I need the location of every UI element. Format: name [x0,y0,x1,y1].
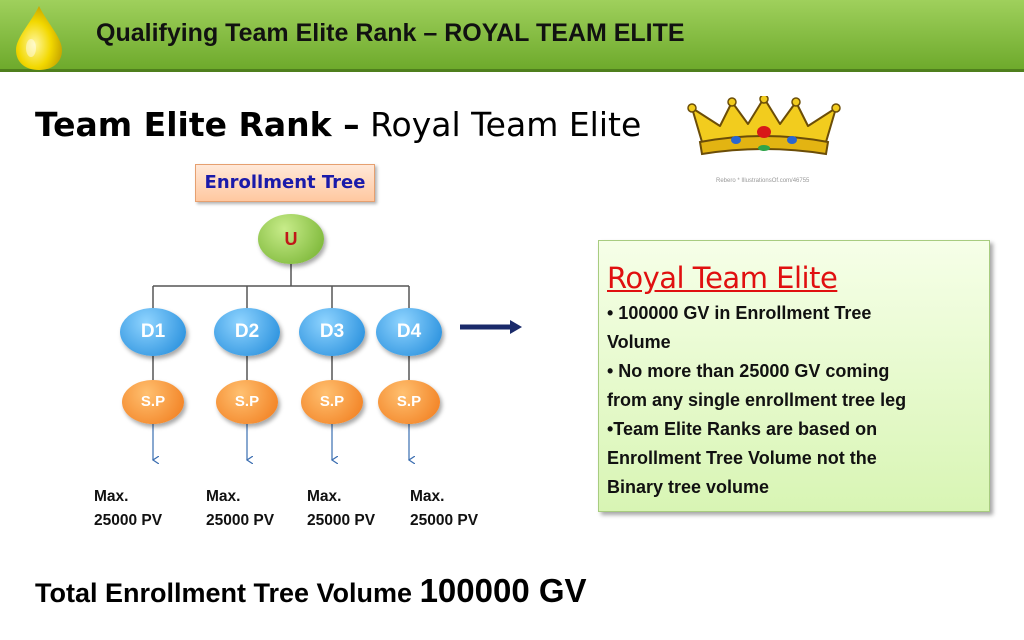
node-d4: D4 [376,308,442,356]
info-line: • 100000 GV in Enrollment Tree [607,303,872,323]
max-label-1-line1: Max. [94,488,129,505]
node-d1: D1 [120,308,186,356]
info-line: Volume [607,332,671,352]
enrollment-tree-label: Enrollment Tree [195,164,375,202]
info-line: •Team Elite Ranks are based on [607,419,878,439]
max-label-2: Max. 25000 PV [206,485,274,533]
node-sp-3: S.P [301,380,363,424]
rank-title: Team Elite Rank – Royal Team Elite [35,105,641,144]
max-label-4: Max. 25000 PV [410,485,478,533]
node-sp-4: S.P [378,380,440,424]
max-label-4-line1: Max. [410,488,445,505]
node-sp-1: S.P [122,380,184,424]
node-u: U [258,214,324,264]
rank-title-bold: Team Elite Rank – [35,105,360,144]
max-label-1-line2: 25000 PV [94,512,163,529]
crown-caption: Rebero * IllustrationsOf.com/46755 [716,178,810,184]
info-line: from any single enrollment tree leg [607,390,907,410]
total-volume-value: 100000 GV [419,572,587,609]
max-label-3-line1: Max. [307,488,342,505]
crown-icon [687,96,841,156]
max-label-2-line1: Max. [206,488,241,505]
header-title: Qualifying Team Elite Rank – ROYAL TEAM … [96,19,685,47]
info-line: Enrollment Tree Volume not the [607,448,877,468]
info-line: Binary tree volume [607,477,770,497]
node-d3: D3 [299,308,365,356]
max-label-1: Max. 25000 PV [94,485,162,533]
max-label-4-line2: 25000 PV [410,512,479,529]
max-label-3: Max. 25000 PV [307,485,375,533]
info-box-title: Royal Team Elite [607,261,838,295]
info-line: • No more than 25000 GV coming [607,361,890,381]
max-label-3-line2: 25000 PV [307,512,376,529]
node-sp-2: S.P [216,380,278,424]
total-volume-label: Total Enrollment Tree Volume [35,578,420,608]
total-volume: Total Enrollment Tree Volume 100000 GV [35,572,587,610]
node-d2: D2 [214,308,280,356]
oil-drop-icon [16,6,62,70]
royal-team-elite-box: Royal Team Elite • 100000 GV in Enrollme… [598,240,990,512]
max-label-2-line2: 25000 PV [206,512,275,529]
header-bar: Qualifying Team Elite Rank – ROYAL TEAM … [0,0,1024,72]
right-arrow-icon [460,320,522,334]
rank-title-name: Royal Team Elite [359,105,642,144]
